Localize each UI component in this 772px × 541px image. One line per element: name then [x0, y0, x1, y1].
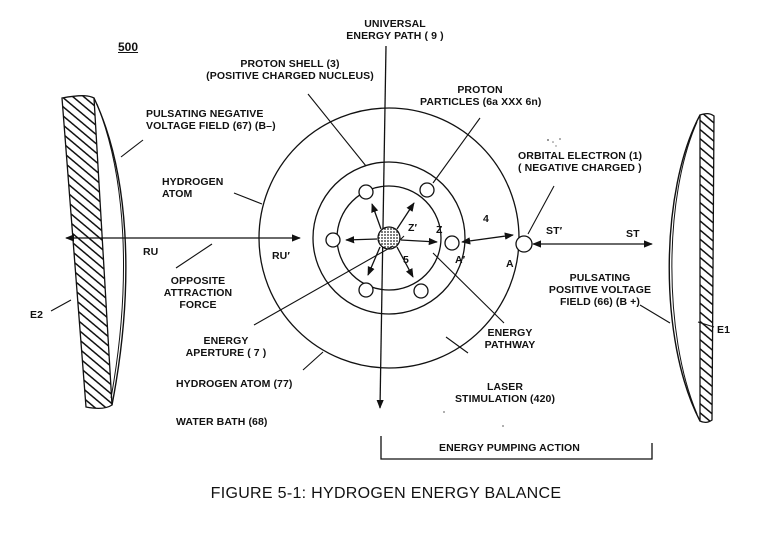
- universal-label-line1: UNIVERSAL: [364, 18, 426, 30]
- opposite-attraction-label: OPPOSITE ATTRACTION FORCE: [158, 275, 238, 311]
- proton-shell-label: PROTON SHELL (3) (POSITIVE CHARGED NUCLE…: [195, 58, 385, 82]
- label-z-prime: Z′: [408, 222, 418, 234]
- hydrogen-atom-77-label: HYDROGEN ATOM (77): [176, 378, 293, 390]
- proton-particles-line1: PROTON: [457, 84, 503, 96]
- proton-shell-line1: PROTON SHELL (3): [240, 58, 340, 70]
- proton-particles-label: PROTON PARTICLES (6a XXX 6n): [420, 84, 542, 108]
- hydrogen-atom-label: HYDROGEN ATOM: [162, 176, 223, 200]
- plate-e2: [61, 95, 127, 409]
- label-e2: E2: [30, 309, 44, 321]
- label-4: 4: [483, 213, 489, 225]
- label-a-prime: A′: [455, 254, 466, 266]
- water-bath-label: WATER BATH (68): [176, 416, 268, 428]
- pos-field-line1: PULSATING: [569, 272, 631, 284]
- laser-line1: LASER: [486, 381, 524, 393]
- opposite-line3: FORCE: [179, 299, 217, 311]
- pumping-bracket: [380, 436, 653, 460]
- energy-aperture-label: ENERGY APERTURE ( 7 ): [176, 335, 276, 359]
- nucleus: [377, 226, 401, 250]
- orbital-line1: ORBITAL ELECTRON (1): [518, 150, 643, 162]
- label-ru-prime: RU′: [272, 250, 290, 262]
- pulsating-negative-label: PULSATING NEGATIVE VOLTAGE FIELD (67) (B…: [146, 108, 276, 132]
- energy-pathway-label: ENERGY PATHWAY: [470, 327, 550, 351]
- label-5: 5: [403, 254, 409, 266]
- pulsating-positive-label: PULSATING POSITIVE VOLTAGE FIELD (66) (B…: [540, 272, 660, 308]
- energy-pumping-action-label: ENERGY PUMPING ACTION: [439, 442, 580, 454]
- opposite-line2: ATTRACTION: [163, 287, 233, 299]
- energy-aperture-line1: ENERGY: [203, 335, 249, 347]
- neg-field-line1: PULSATING NEGATIVE: [146, 108, 264, 120]
- energy-pathway-line1: ENERGY: [487, 327, 533, 339]
- hydrogen-atom-line2: ATOM: [162, 188, 193, 200]
- hydrogen-atom-line1: HYDROGEN: [162, 176, 224, 188]
- orbital-line2: ( NEGATIVE CHARGED ): [518, 162, 642, 174]
- laser-stimulation-label: LASER STIMULATION (420): [440, 381, 570, 405]
- pos-field-line3: FIELD (66) (B +): [559, 296, 641, 308]
- orbital-electron-label: ORBITAL ELECTRON (1) ( NEGATIVE CHARGED …: [518, 150, 642, 174]
- laser-line2: STIMULATION (420): [454, 393, 556, 405]
- proton-particles-line2: PARTICLES (6a XXX 6n): [420, 96, 542, 108]
- plate-e1: [668, 112, 715, 424]
- leader-lines: [50, 93, 715, 371]
- proton-particles: [325, 182, 460, 299]
- label-z: Z: [436, 224, 443, 236]
- nucleus-arrows: [345, 202, 438, 278]
- figure-caption: FIGURE 5-1: HYDROGEN ENERGY BALANCE: [210, 485, 562, 502]
- universal-label-line2: ENERGY PATH ( 9 ): [346, 30, 444, 42]
- universal-energy-path-line: [376, 45, 387, 409]
- energy-pathway-line2: PATHWAY: [484, 339, 536, 351]
- energy-arrow-4: [461, 232, 514, 245]
- universal-energy-path-label: UNIVERSAL ENERGY PATH ( 9 ): [340, 18, 450, 42]
- label-ru: RU: [143, 246, 159, 258]
- pos-field-line2: POSITIVE VOLTAGE: [548, 284, 652, 296]
- orbital-electron: [515, 235, 533, 253]
- energy-aperture-line2: APERTURE ( 7 ): [185, 347, 267, 359]
- label-e1: E1: [717, 324, 731, 336]
- label-st: ST: [626, 228, 640, 240]
- label-a: A: [506, 258, 514, 270]
- proton-shell-line2: (POSITIVE CHARGED NUCLEUS): [206, 70, 374, 82]
- figure-reference-number: 500: [118, 40, 139, 54]
- neg-field-line2: VOLTAGE FIELD (67) (B–): [146, 120, 276, 132]
- opposite-line1: OPPOSITE: [170, 275, 226, 287]
- label-st-prime: ST′: [546, 225, 563, 237]
- speckle-marks: [443, 138, 561, 427]
